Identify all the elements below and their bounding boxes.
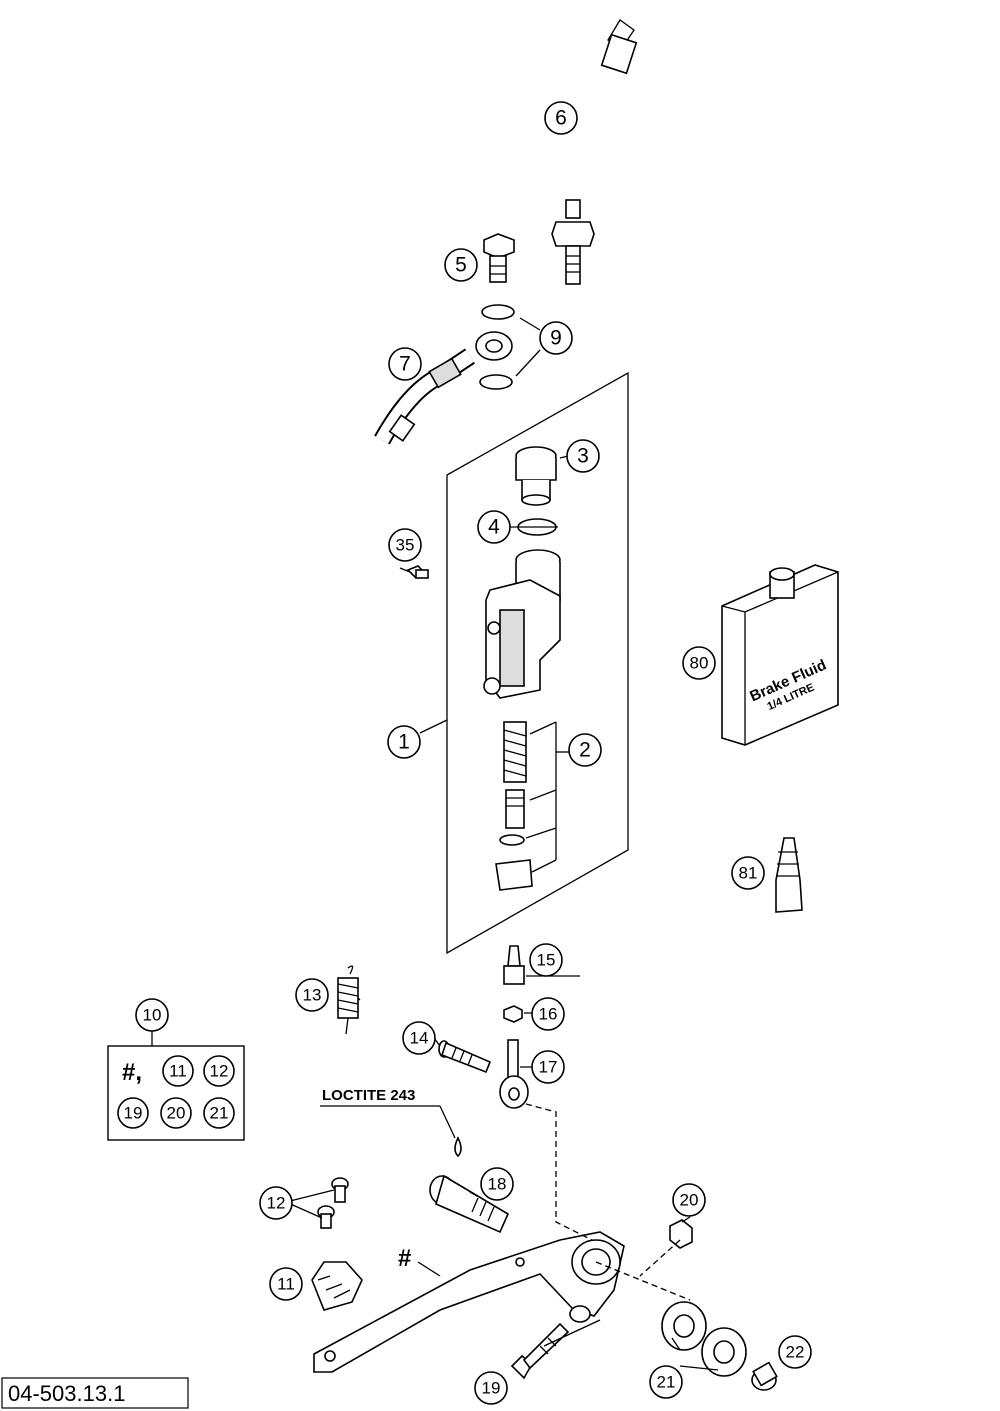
callout-20: 20 [672, 1183, 706, 1217]
callout-4: 4 [477, 510, 511, 544]
svg-text:12: 12 [210, 1062, 229, 1081]
loctite-drop [454, 1136, 462, 1158]
pivot-bolt-part [429, 1174, 510, 1234]
callout-12: 12 [259, 1186, 293, 1220]
loctite-label: LOCTITE 243 [322, 1087, 415, 1104]
svg-text:16: 16 [539, 1005, 558, 1024]
callout-18: 18 [480, 1167, 514, 1201]
svg-text:1: 1 [398, 731, 410, 754]
leader-lines [285, 317, 787, 1371]
callout-17: 17 [531, 1050, 565, 1084]
svg-text:13: 13 [303, 986, 322, 1005]
diagram-reference-number: 04-503.13.1 [8, 1381, 125, 1406]
small-screw-part [406, 565, 429, 580]
kit-item-20: 20 [160, 1097, 192, 1129]
callout-2: 2 [568, 733, 602, 767]
diagram-reference-box: 04-503.13.1 [1, 1377, 189, 1409]
svg-text:6: 6 [555, 107, 567, 130]
svg-text:18: 18 [488, 1175, 507, 1194]
brake-pedal-part [313, 1231, 625, 1373]
callout-21: 21 [649, 1365, 683, 1399]
pedal-nut-part [669, 1219, 693, 1249]
svg-text:21: 21 [657, 1373, 676, 1392]
callout-10: 10 [135, 998, 169, 1032]
reservoir-adapter-part [515, 446, 557, 506]
svg-text:22: 22 [786, 1343, 805, 1362]
callout-81: 81 [731, 856, 765, 890]
svg-text:19: 19 [124, 1104, 143, 1123]
svg-text:5: 5 [455, 254, 467, 277]
svg-text:19: 19 [482, 1379, 501, 1398]
svg-text:11: 11 [277, 1275, 295, 1294]
pedal-hash-label: # [398, 1245, 411, 1272]
svg-text:17: 17 [539, 1058, 558, 1077]
callout-1: 1 [387, 725, 421, 759]
pedal-bolt-part [510, 1322, 570, 1380]
bushing-part [751, 1361, 778, 1391]
bearings-part [661, 1301, 747, 1377]
svg-text:10: 10 [143, 1006, 162, 1025]
piston-kit-part [495, 721, 557, 891]
seal-ring-lower-part [479, 374, 513, 390]
svg-text:20: 20 [167, 1104, 186, 1123]
kit-item-11: 11 [162, 1055, 194, 1087]
callout-35: 35 [388, 528, 422, 562]
callout-15: 15 [529, 943, 563, 977]
svg-text:11: 11 [169, 1062, 187, 1081]
brake-fluid-can-part: Brake Fluid 1/4 LITRE [721, 564, 839, 746]
svg-text:14: 14 [410, 1029, 429, 1048]
callout-14: 14 [402, 1021, 436, 1055]
svg-text:80: 80 [690, 654, 709, 673]
svg-text:15: 15 [537, 951, 556, 970]
callout-5: 5 [444, 248, 478, 282]
svg-text:2: 2 [579, 739, 591, 762]
kit-item-19: 19 [117, 1097, 149, 1129]
pin-bolt-part [438, 1040, 492, 1074]
svg-text:20: 20 [680, 1191, 699, 1210]
svg-text:12: 12 [267, 1194, 286, 1213]
callout-3: 3 [566, 439, 600, 473]
kit-hash-label: #, [122, 1059, 142, 1086]
svg-text:81: 81 [739, 864, 758, 883]
tube-nozzle-part [775, 837, 803, 913]
brake-hose-part [374, 331, 513, 445]
clevis-part [499, 1039, 529, 1109]
seal-ring-upper-part [481, 304, 515, 320]
brake-light-switch-part [551, 19, 638, 285]
kit-item-12: 12 [203, 1055, 235, 1087]
kit-box: 10 #, 11 12 19 20 21 [107, 998, 245, 1141]
callout-13: 13 [295, 978, 329, 1012]
nut-part [503, 1005, 523, 1023]
footrest-screws-part [317, 1177, 349, 1229]
callout-19: 19 [474, 1371, 508, 1405]
callout-9: 9 [539, 321, 573, 355]
svg-text:4: 4 [488, 516, 500, 539]
callout-6: 6 [544, 101, 578, 135]
kit-item-21: 21 [203, 1097, 235, 1129]
svg-text:3: 3 [577, 445, 589, 468]
callout-22: 22 [778, 1335, 812, 1369]
callout-80: 80 [682, 646, 716, 680]
return-spring-part [337, 965, 359, 1035]
svg-text:21: 21 [210, 1104, 229, 1123]
svg-text:7: 7 [399, 353, 411, 376]
callout-11: 11 [269, 1267, 303, 1301]
push-rod-tip-part [503, 945, 525, 985]
master-cylinder-panel [446, 371, 629, 955]
svg-text:9: 9 [550, 327, 562, 350]
callout-16: 16 [531, 997, 565, 1031]
banjo-bolt-part [483, 233, 515, 283]
svg-text:35: 35 [396, 536, 415, 555]
callout-7: 7 [388, 347, 422, 381]
master-cylinder-part [483, 549, 561, 699]
